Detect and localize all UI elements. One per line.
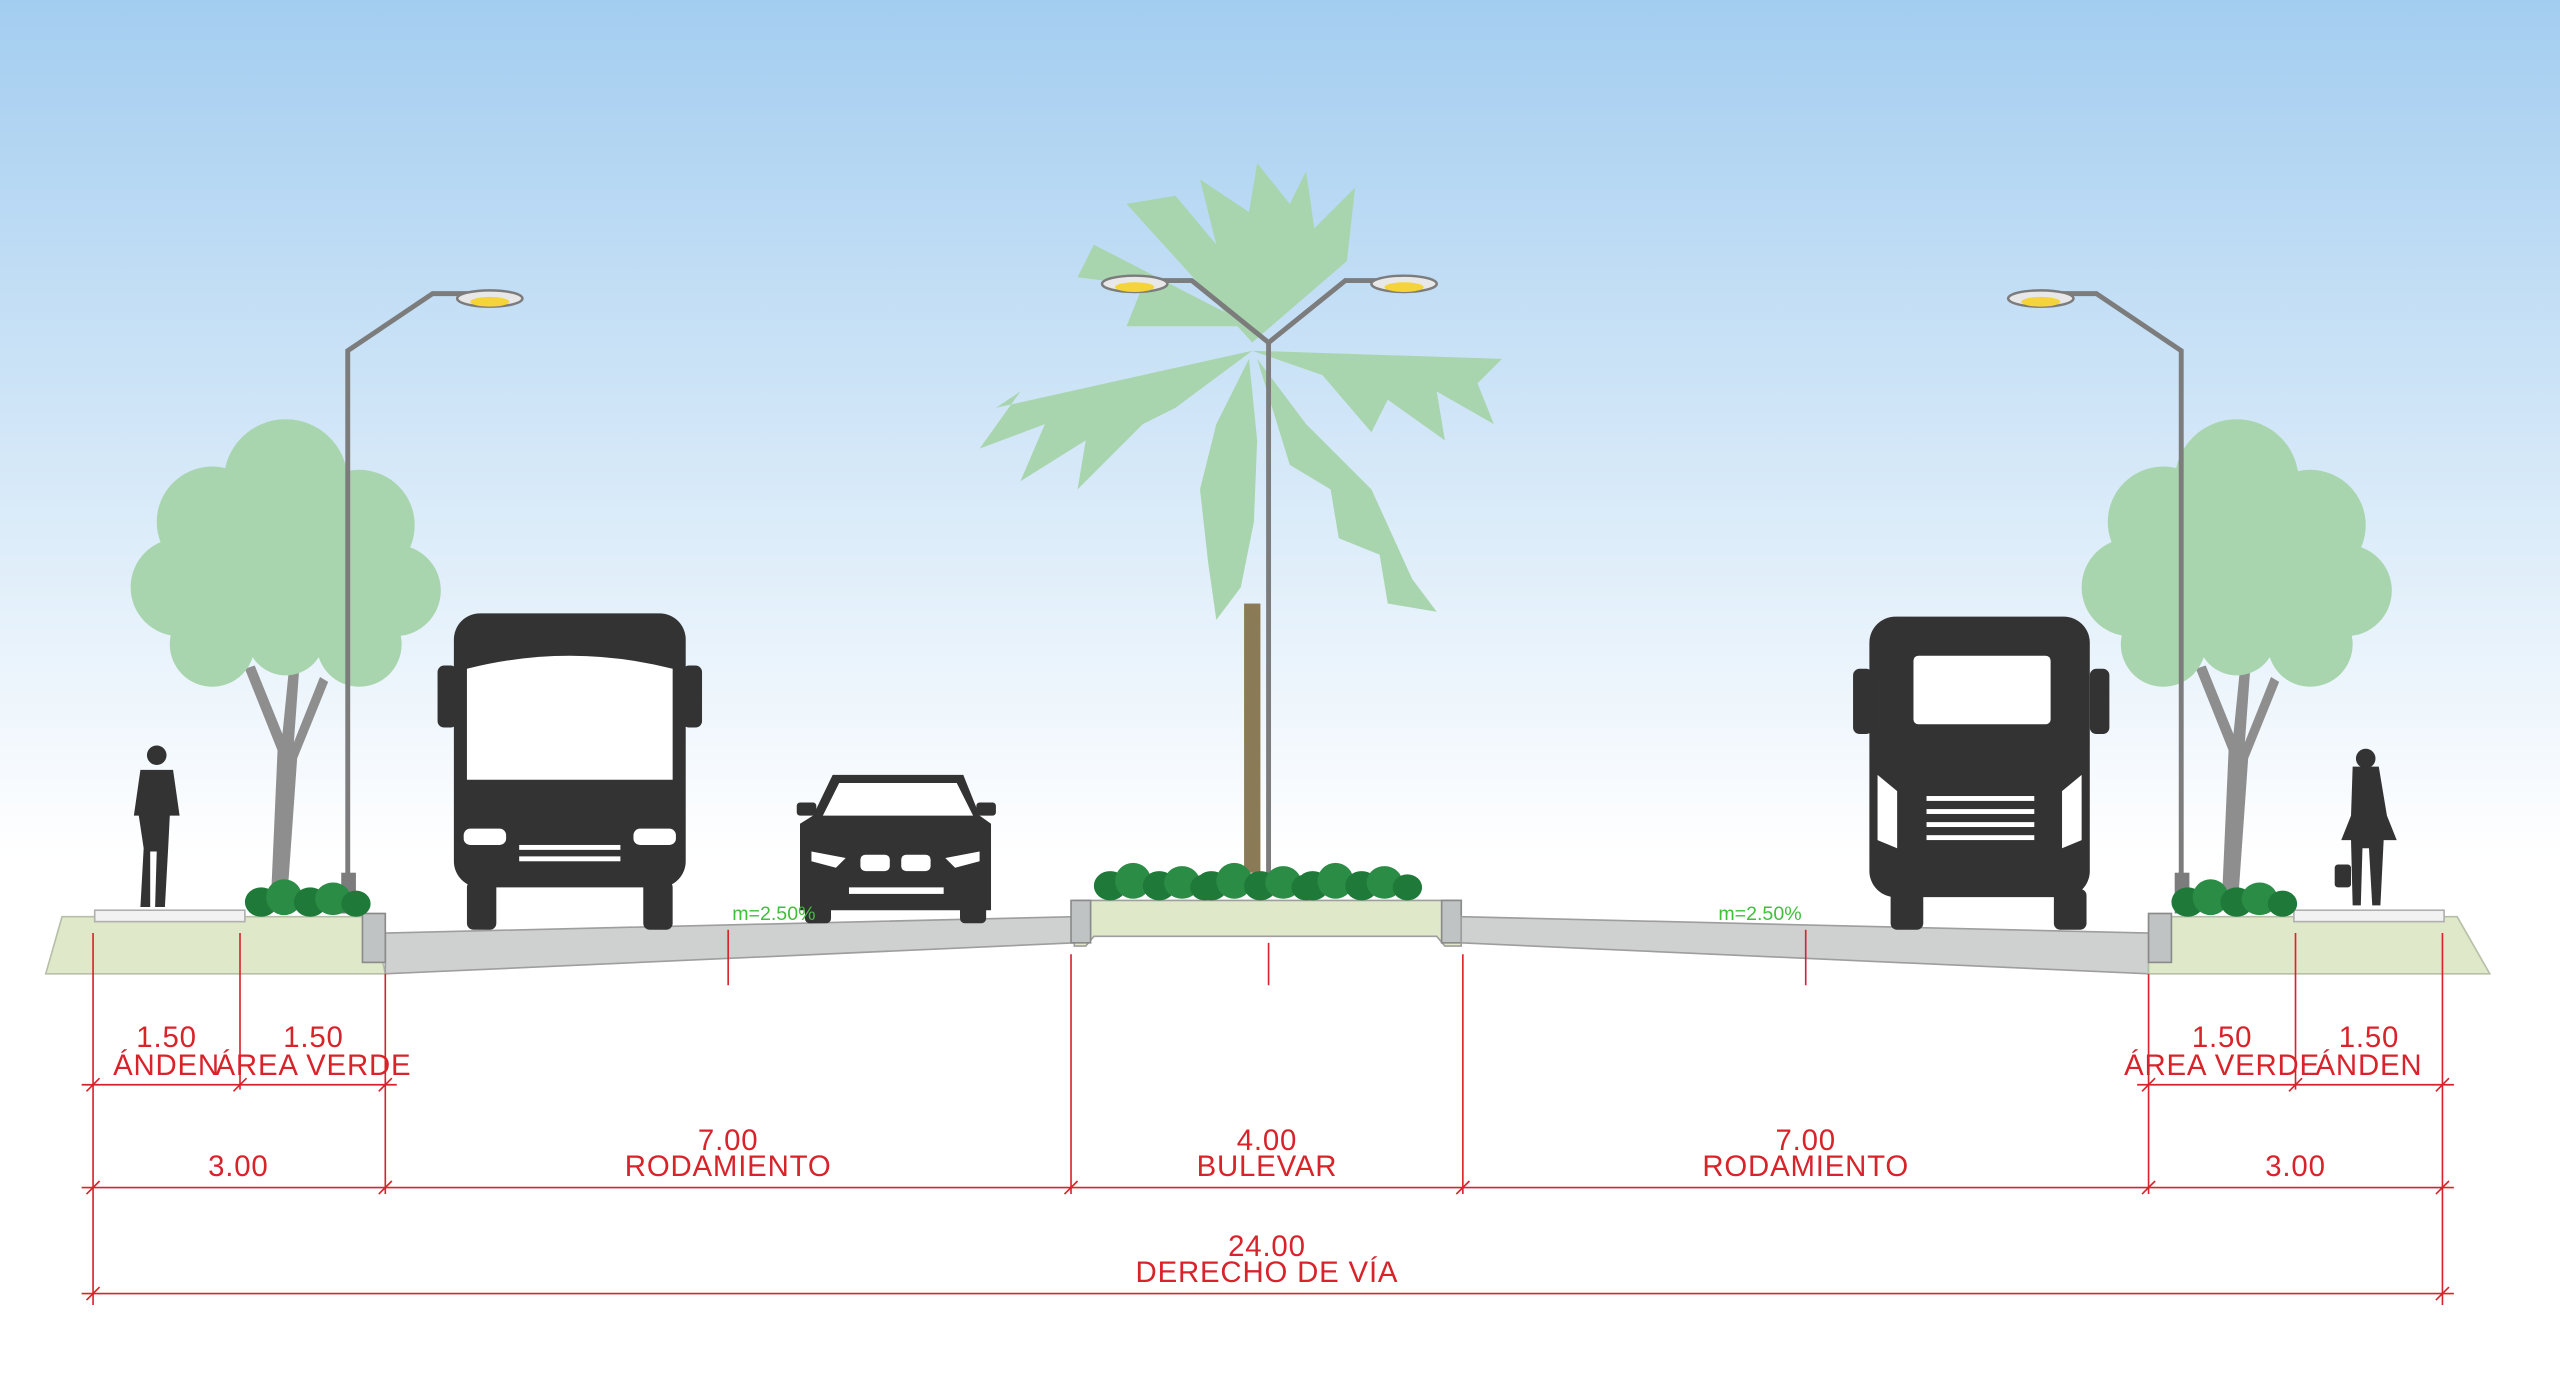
median-curb-left [1070, 899, 1092, 944]
palm-tree [979, 163, 1503, 873]
dim-anden-right-label: ÁNDEN [2316, 1049, 2423, 1082]
dimension-row-3 [81, 1286, 2454, 1301]
center-street-lamp [1100, 274, 1438, 881]
right-curb [2147, 912, 2173, 964]
dim-verde-left-label: ÁREA VERDE [216, 1049, 412, 1082]
dim-verde-right-value: 1.50 [2192, 1021, 2252, 1054]
dim-rod-right-label: RODAMIENTO [1702, 1150, 1909, 1183]
dim-bulevar-label: BULEVAR [1197, 1150, 1338, 1183]
dim-anden-left-label: ÁNDEN [113, 1049, 220, 1082]
truck [1853, 616, 2110, 930]
left-ground [44, 915, 387, 975]
dim-anden-left-value: 1.50 [136, 1021, 196, 1054]
dim-rod-right-value: 7.00 [1775, 1124, 1835, 1157]
woman-pedestrian [2334, 748, 2397, 906]
man-pedestrian [133, 745, 180, 907]
bus [437, 613, 703, 930]
slope-label-right: m=2.50% [1718, 903, 1801, 925]
right-sidewalk [2293, 909, 2445, 923]
dim-side-right-value: 3.00 [2265, 1150, 2325, 1183]
dim-total-value: 24.00 [1228, 1230, 1306, 1263]
extension-lines [92, 933, 2444, 1305]
left-sidewalk [93, 909, 246, 923]
dim-rod-left-label: RODAMIENTO [625, 1150, 832, 1183]
dim-verde-right-label: ÁREA VERDE [2124, 1049, 2320, 1082]
left-curb [361, 912, 387, 964]
dimension-row-2 [81, 1180, 2454, 1195]
dim-bulevar-value: 4.00 [1237, 1124, 1297, 1157]
dim-total-label: DERECHO DE VÍA [1136, 1256, 1399, 1289]
slope-label-left: m=2.50% [732, 903, 815, 925]
dim-side-left-value: 3.00 [208, 1150, 268, 1183]
dimension-row-1 [81, 1077, 2454, 1092]
dim-anden-right-value: 1.50 [2339, 1021, 2399, 1054]
right-street-lamp [2006, 289, 2190, 914]
dim-rod-left-value: 7.00 [698, 1124, 758, 1157]
dim-verde-left-value: 1.50 [283, 1021, 343, 1054]
right-ground [2147, 915, 2492, 975]
median-curb-right [1440, 899, 1463, 944]
car [796, 774, 996, 924]
